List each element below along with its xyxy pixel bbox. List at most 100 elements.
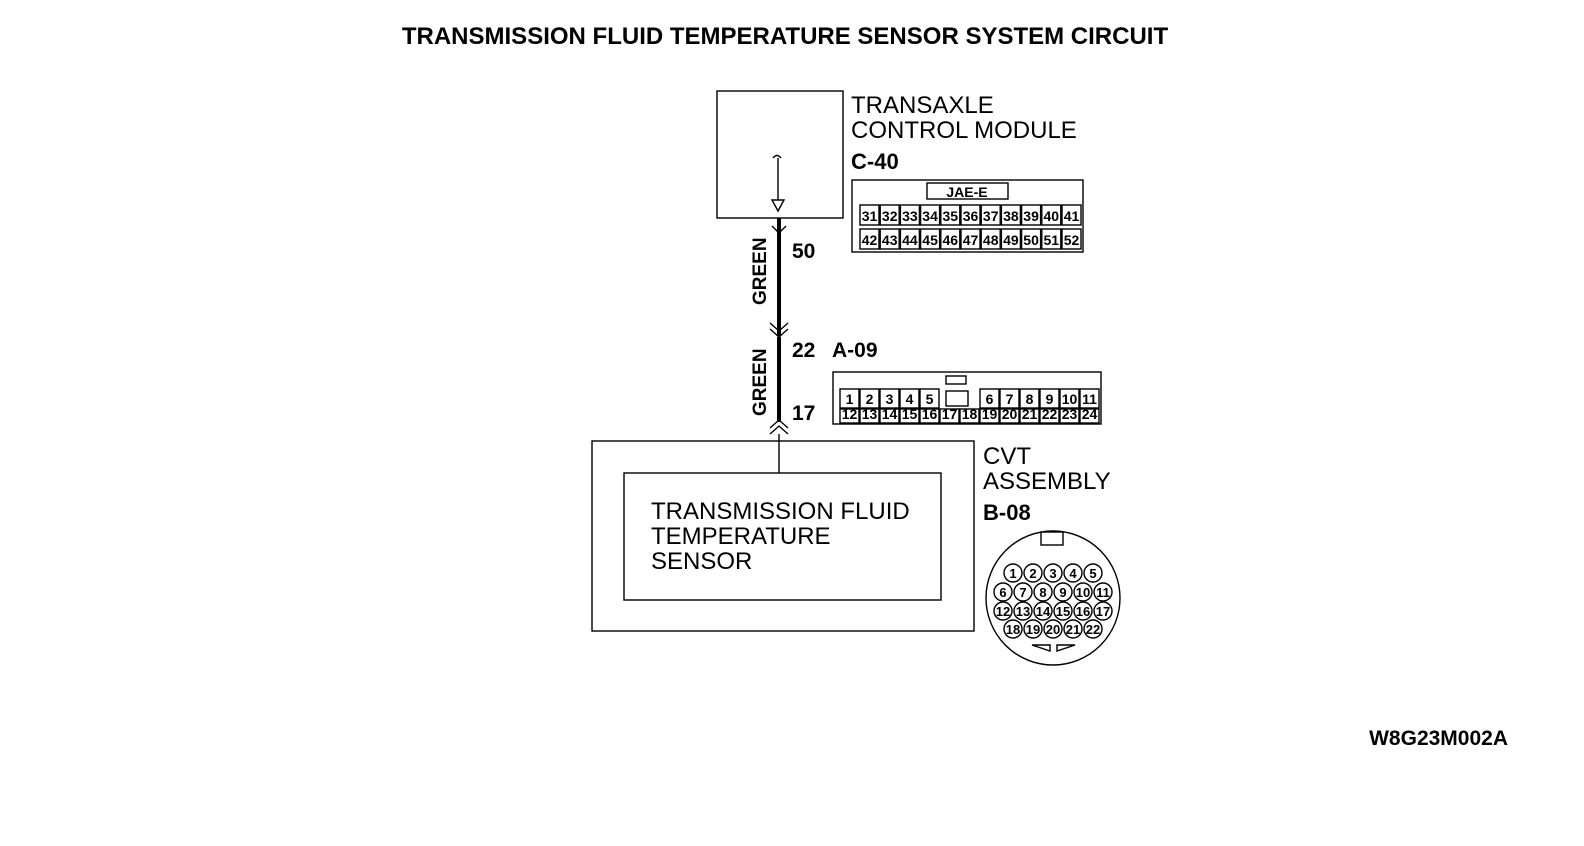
b08-pin: 16 xyxy=(1076,604,1090,619)
c40-pin: 47 xyxy=(963,232,979,248)
b08-pin-circle xyxy=(1013,582,1033,602)
a09-pin: 17 xyxy=(942,406,958,422)
b08-pin-circle xyxy=(1003,563,1023,583)
a09-pin-cell xyxy=(919,408,940,424)
b08-pin-circle xyxy=(1023,563,1043,583)
a09-pin-cell xyxy=(979,408,1000,424)
b08-pin-circle xyxy=(1053,582,1073,602)
junction-connector-a09: 22 A-09 17 xyxy=(769,322,878,435)
a09-pin-cell xyxy=(1079,388,1100,409)
a09-pin: 16 xyxy=(922,406,938,422)
c40-pin: 49 xyxy=(1003,232,1019,248)
cvt-assembly: TRANSMISSION FLUID TEMPERATURE SENSOR CV… xyxy=(591,434,1111,632)
a09-pin-cell xyxy=(1019,408,1040,424)
c40-pin: 40 xyxy=(1044,208,1060,224)
b08-pin: 5 xyxy=(1089,566,1096,581)
c40-pin: 46 xyxy=(943,232,959,248)
c40-pin-cell xyxy=(859,228,880,250)
b08-pin-circle xyxy=(993,601,1013,621)
a09-pin-cell xyxy=(1059,408,1080,424)
diagram-title: TRANSMISSION FLUID TEMPERATURE SENSOR SY… xyxy=(402,23,1169,50)
a09-pin-cell xyxy=(899,388,920,409)
cvt-label-line1: CVT xyxy=(983,443,1031,470)
c40-pin-cell xyxy=(940,228,961,250)
a09-pin: 13 xyxy=(862,406,878,422)
b08-pin-circle xyxy=(1093,582,1113,602)
a09-pin-cell xyxy=(859,408,880,424)
sensor-box xyxy=(623,472,942,601)
figure-code: W8G23M002A xyxy=(1369,727,1508,750)
a09-pin: 4 xyxy=(906,391,914,407)
sensor-label-line1: TRANSMISSION FLUID xyxy=(651,498,910,525)
b08-pin-circle xyxy=(1033,601,1053,621)
b08-pin-circle xyxy=(1073,582,1093,602)
cvt-connector-code: B-08 xyxy=(983,500,1031,525)
c40-pin: 35 xyxy=(943,208,959,224)
a09-pin-cell xyxy=(839,408,860,424)
b08-pin: 10 xyxy=(1076,585,1090,600)
a09-connector-key xyxy=(945,375,967,385)
a09-pin-cell xyxy=(999,408,1020,424)
c40-pin: 50 xyxy=(1023,232,1039,248)
b08-pin-circle xyxy=(1083,563,1103,583)
a09-pin: 6 xyxy=(986,391,994,407)
junction-terminal-top: 22 xyxy=(792,339,815,362)
c40-pin-cell xyxy=(1041,204,1062,226)
b08-guide-right-icon xyxy=(1056,644,1076,652)
junction-terminal-bottom: 17 xyxy=(792,402,815,425)
a09-pin-cell xyxy=(919,388,940,409)
c40-pin: 39 xyxy=(1023,208,1039,224)
a09-pin-cell xyxy=(1079,408,1100,424)
c40-pin: 43 xyxy=(882,232,898,248)
b08-pin-circle xyxy=(1003,619,1023,639)
c40-pin-cell xyxy=(879,228,900,250)
a09-pin: 22 xyxy=(1042,406,1058,422)
wire-top-color-label: GREEN xyxy=(750,237,771,305)
c40-pin: 45 xyxy=(922,232,938,248)
a09-pin-cell xyxy=(939,408,960,424)
a09-pin: 15 xyxy=(902,406,918,422)
b08-pin: 11 xyxy=(1096,585,1110,600)
c40-pin-cell xyxy=(980,228,1001,250)
c40-pin-cell xyxy=(879,204,900,226)
c40-pin: 38 xyxy=(1003,208,1019,224)
a09-pin: 24 xyxy=(1082,406,1098,422)
a09-pin-cell xyxy=(1019,388,1040,409)
tcm-internal-tilde xyxy=(772,154,782,159)
c40-connector-tag-box xyxy=(926,182,1009,200)
a09-pin-cell xyxy=(879,388,900,409)
c40-pin: 52 xyxy=(1064,232,1080,248)
b08-pin: 7 xyxy=(1019,585,1026,600)
b08-pin: 21 xyxy=(1066,622,1080,637)
c40-pin: 51 xyxy=(1044,232,1060,248)
c40-pin-cell xyxy=(960,228,981,250)
b08-pin-circle xyxy=(1063,563,1083,583)
transaxle-control-module: TRANSAXLE CONTROL MODULE C-40 xyxy=(716,90,1077,219)
tcm-connector-code: C-40 xyxy=(851,149,899,174)
a09-pin-cell xyxy=(859,388,880,409)
c40-pin: 41 xyxy=(1064,208,1080,224)
b08-pin-circle xyxy=(1073,601,1093,621)
c40-pin-cell xyxy=(1061,228,1082,250)
c40-pin-cell xyxy=(1000,228,1022,250)
a09-pin-cell xyxy=(1039,408,1060,424)
c40-pin: 33 xyxy=(902,208,918,224)
a09-pin: 18 xyxy=(962,406,978,422)
c40-connector-tag: JAE-E xyxy=(946,184,987,200)
tcm-terminal-number: 50 xyxy=(792,240,815,263)
tcm-label-line1: TRANSAXLE xyxy=(851,92,994,119)
a09-pin: 8 xyxy=(1026,391,1034,407)
b08-pin: 14 xyxy=(1036,604,1051,619)
c40-pin: 34 xyxy=(922,208,938,224)
c40-pin-cell xyxy=(960,204,981,226)
a09-pin-cell xyxy=(1059,388,1080,409)
c40-pin-cell xyxy=(1020,228,1042,250)
b08-connector-key xyxy=(1040,531,1064,546)
b08-pin-circle xyxy=(1033,582,1053,602)
a09-pin-cell xyxy=(959,408,980,424)
c40-pin: 48 xyxy=(983,232,999,248)
